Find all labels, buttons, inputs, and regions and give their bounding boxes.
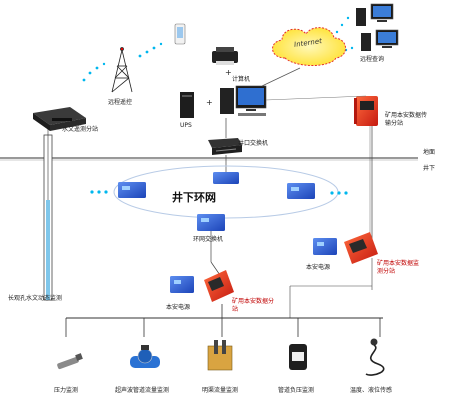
remote-query-label: 远程查询 (360, 56, 385, 63)
computer-label: 计算机 (232, 76, 251, 83)
plus-sign-top: + (225, 68, 232, 77)
power-left-label: 本安电源 (166, 304, 191, 311)
temp-level-sensor-icon (365, 338, 385, 376)
open-channel-flow-icon (207, 340, 233, 371)
mine-transmitter-device (354, 96, 378, 126)
ring-node-top-icon (213, 172, 239, 184)
printer-icon (212, 47, 238, 65)
sensor-label-1: 超声波管道流量监测 (115, 387, 170, 394)
network-title: 井下环网 (172, 191, 216, 204)
link-computer-internet (261, 67, 301, 87)
underground-label: 井下 (423, 165, 436, 172)
phone-icon (174, 23, 186, 45)
ring-node-bottom-icon (197, 214, 225, 231)
ups-label: UPS (180, 122, 192, 129)
sensor-label-0: 压力监测 (54, 387, 79, 394)
remote-computer-top-icon (356, 3, 394, 26)
sensor-label-2: 明渠流量监测 (202, 387, 239, 394)
substation-left-label: 矿用本安数据分站 (232, 298, 275, 313)
water-station-label: 水文遥测分站 (62, 126, 99, 133)
ring-node-right-icon (287, 183, 315, 199)
pressure-sensor-icon (57, 353, 83, 370)
substation-right-device (344, 232, 378, 264)
surface-switch-icon (208, 138, 242, 155)
wireless-dots (82, 42, 163, 82)
water-station-device (33, 107, 86, 131)
power-right-label: 本安电源 (306, 264, 331, 271)
main-computer-icon (220, 85, 267, 116)
ground-label: 地面 (423, 149, 436, 156)
mine-transmitter-label: 矿用本安数据传输分站 (385, 112, 428, 127)
ring-extension-dots (90, 190, 348, 195)
radio-tower-icon (111, 47, 133, 93)
borehole (43, 128, 53, 301)
internet-cloud-icon (272, 27, 346, 66)
sensor-label-3: 管道负压监测 (278, 387, 315, 394)
long-range-label: 远程遥控 (108, 99, 133, 106)
ups-icon (180, 92, 194, 118)
ring-switch-label: 环网交换机 (193, 236, 224, 243)
borehole-label: 长观孔水文动态监测 (8, 295, 63, 302)
substation-left-device (204, 270, 234, 302)
power-supply-left-icon (170, 276, 194, 293)
remote-computer-bottom-icon (361, 29, 399, 51)
sensor-label-4: 温度、液位传感 (350, 387, 393, 394)
negative-pressure-icon (289, 344, 307, 370)
power-supply-right-icon (313, 238, 337, 255)
ring-node-left-icon (118, 182, 146, 198)
ultrasonic-flowmeter-icon (130, 345, 160, 368)
surface-switch-label: 井口交换机 (238, 140, 269, 147)
substation-right-label: 矿用本安数据监测分站 (377, 260, 420, 275)
plus-sign-mid: + (206, 98, 213, 107)
